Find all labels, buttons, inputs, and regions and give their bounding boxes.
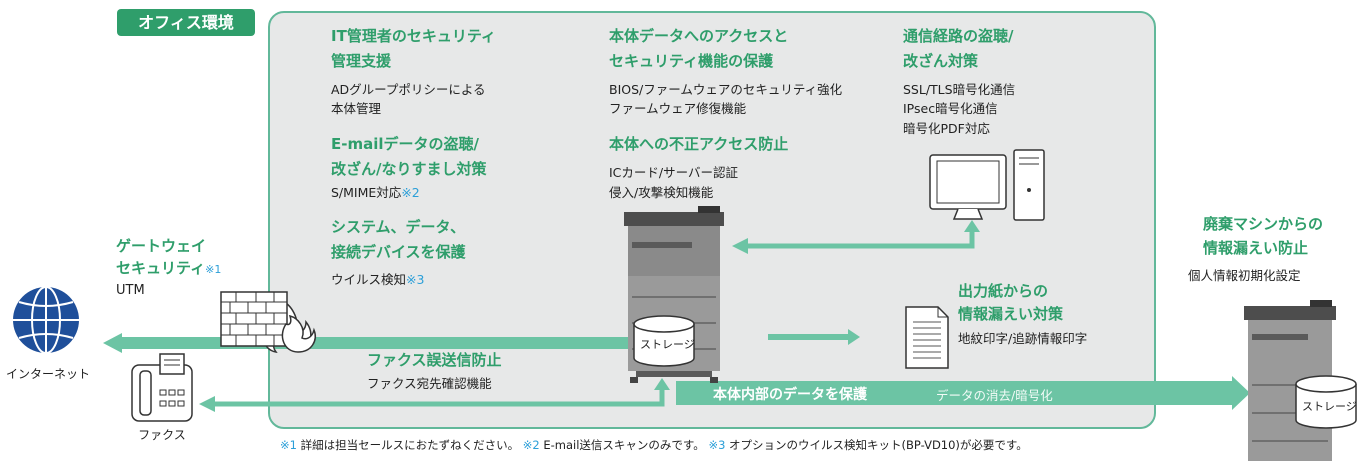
disposal-desc: 個人情報初期化設定 xyxy=(1188,268,1301,283)
footnote-ref-2: ※2 xyxy=(401,185,420,200)
gateway-heading-1: ゲートウェイ xyxy=(116,237,207,255)
internet-label: インターネット xyxy=(5,367,90,381)
comm-heading-1: 通信経路の盗聴/ xyxy=(903,27,1014,45)
access-heading: 本体への不正アクセス防止 xyxy=(609,135,789,153)
firmware-desc-1: BIOS/ファームウェアのセキュリティ強化 xyxy=(609,82,843,97)
it-admin-desc-2: 本体管理 xyxy=(331,101,382,116)
internal-data-heading: 本体内部のデータを保護 xyxy=(713,387,867,403)
output-desc: 地紋印字/追跡情報印字 xyxy=(958,331,1088,346)
fax-label: ファクス xyxy=(138,428,186,442)
access-desc-1: ICカード/サーバー認証 xyxy=(609,165,739,180)
system-desc: ウイルス検知※3 xyxy=(331,272,425,287)
gateway-heading-2: セキュリティ※1 xyxy=(116,259,222,277)
it-admin-heading-1: IT管理者のセキュリティ xyxy=(331,27,496,45)
firewall-icon xyxy=(220,291,316,354)
storage-icon xyxy=(633,315,695,367)
output-heading-2: 情報漏えい対策 xyxy=(958,305,1064,323)
disposed-mfp-icon xyxy=(1244,300,1336,461)
fax-misdelivery-heading: ファクス誤送信防止 xyxy=(367,351,502,369)
firmware-heading-2: セキュリティ機能の保護 xyxy=(609,52,774,70)
firmware-desc-2: ファームウェア修復機能 xyxy=(609,101,747,116)
document-icon xyxy=(905,306,949,369)
email-heading-2: 改ざん/なりすまし対策 xyxy=(331,160,487,178)
office-environment-label: オフィス環境 xyxy=(117,9,255,36)
comm-desc-2: IPsec暗号化通信 xyxy=(903,101,998,116)
internal-data-desc: データの消去/暗号化 xyxy=(936,388,1053,403)
footnote-ref-1: ※1 xyxy=(205,263,222,276)
output-arrow xyxy=(768,329,860,345)
system-heading-2: 接続デバイスを保護 xyxy=(331,243,466,261)
disposal-heading-2: 情報漏えい防止 xyxy=(1203,239,1309,257)
globe-icon xyxy=(13,286,79,354)
internal-data-arrow xyxy=(676,376,1250,410)
email-desc: S/MIME対応※2 xyxy=(331,185,420,200)
footnote-marker-2: ※2 xyxy=(522,438,540,452)
firmware-heading-1: 本体データへのアクセスと xyxy=(609,27,789,45)
storage-label: ストレージ xyxy=(640,338,695,351)
gateway-desc: UTM xyxy=(116,283,145,298)
fax-misdelivery-desc: ファクス宛先確認機能 xyxy=(367,376,492,391)
comm-heading-2: 改ざん対策 xyxy=(903,52,979,70)
footnote-ref-3: ※3 xyxy=(406,272,425,287)
fax-icon xyxy=(131,353,193,422)
output-heading-1: 出力紙からの xyxy=(958,282,1049,300)
disposed-storage-label: ストレージ xyxy=(1302,400,1357,413)
footnote: ※1 詳細は担当セールスにおたずねください。 ※2 E-mail送信スキャンのみ… xyxy=(280,438,1028,452)
disposed-storage-icon xyxy=(1295,375,1357,429)
comm-desc-3: 暗号化PDF対応 xyxy=(903,121,990,136)
it-admin-desc-1: ADグループポリシーによる xyxy=(331,82,486,97)
access-desc-2: 侵入/攻撃検知機能 xyxy=(609,185,714,200)
it-admin-heading-2: 管理支援 xyxy=(331,52,392,70)
fax-arrow xyxy=(215,384,665,407)
pc-arrow xyxy=(748,226,975,249)
computer-icon xyxy=(929,149,1045,221)
disposal-heading-1: 廃棄マシンからの xyxy=(1203,215,1324,233)
comm-desc-1: SSL/TLS暗号化通信 xyxy=(903,82,1016,97)
system-heading-1: システム、データ、 xyxy=(331,218,466,236)
footnote-marker-3: ※3 xyxy=(708,438,726,452)
footnote-marker-1: ※1 xyxy=(280,438,297,452)
email-heading-1: E-mailデータの盗聴/ xyxy=(331,135,479,153)
